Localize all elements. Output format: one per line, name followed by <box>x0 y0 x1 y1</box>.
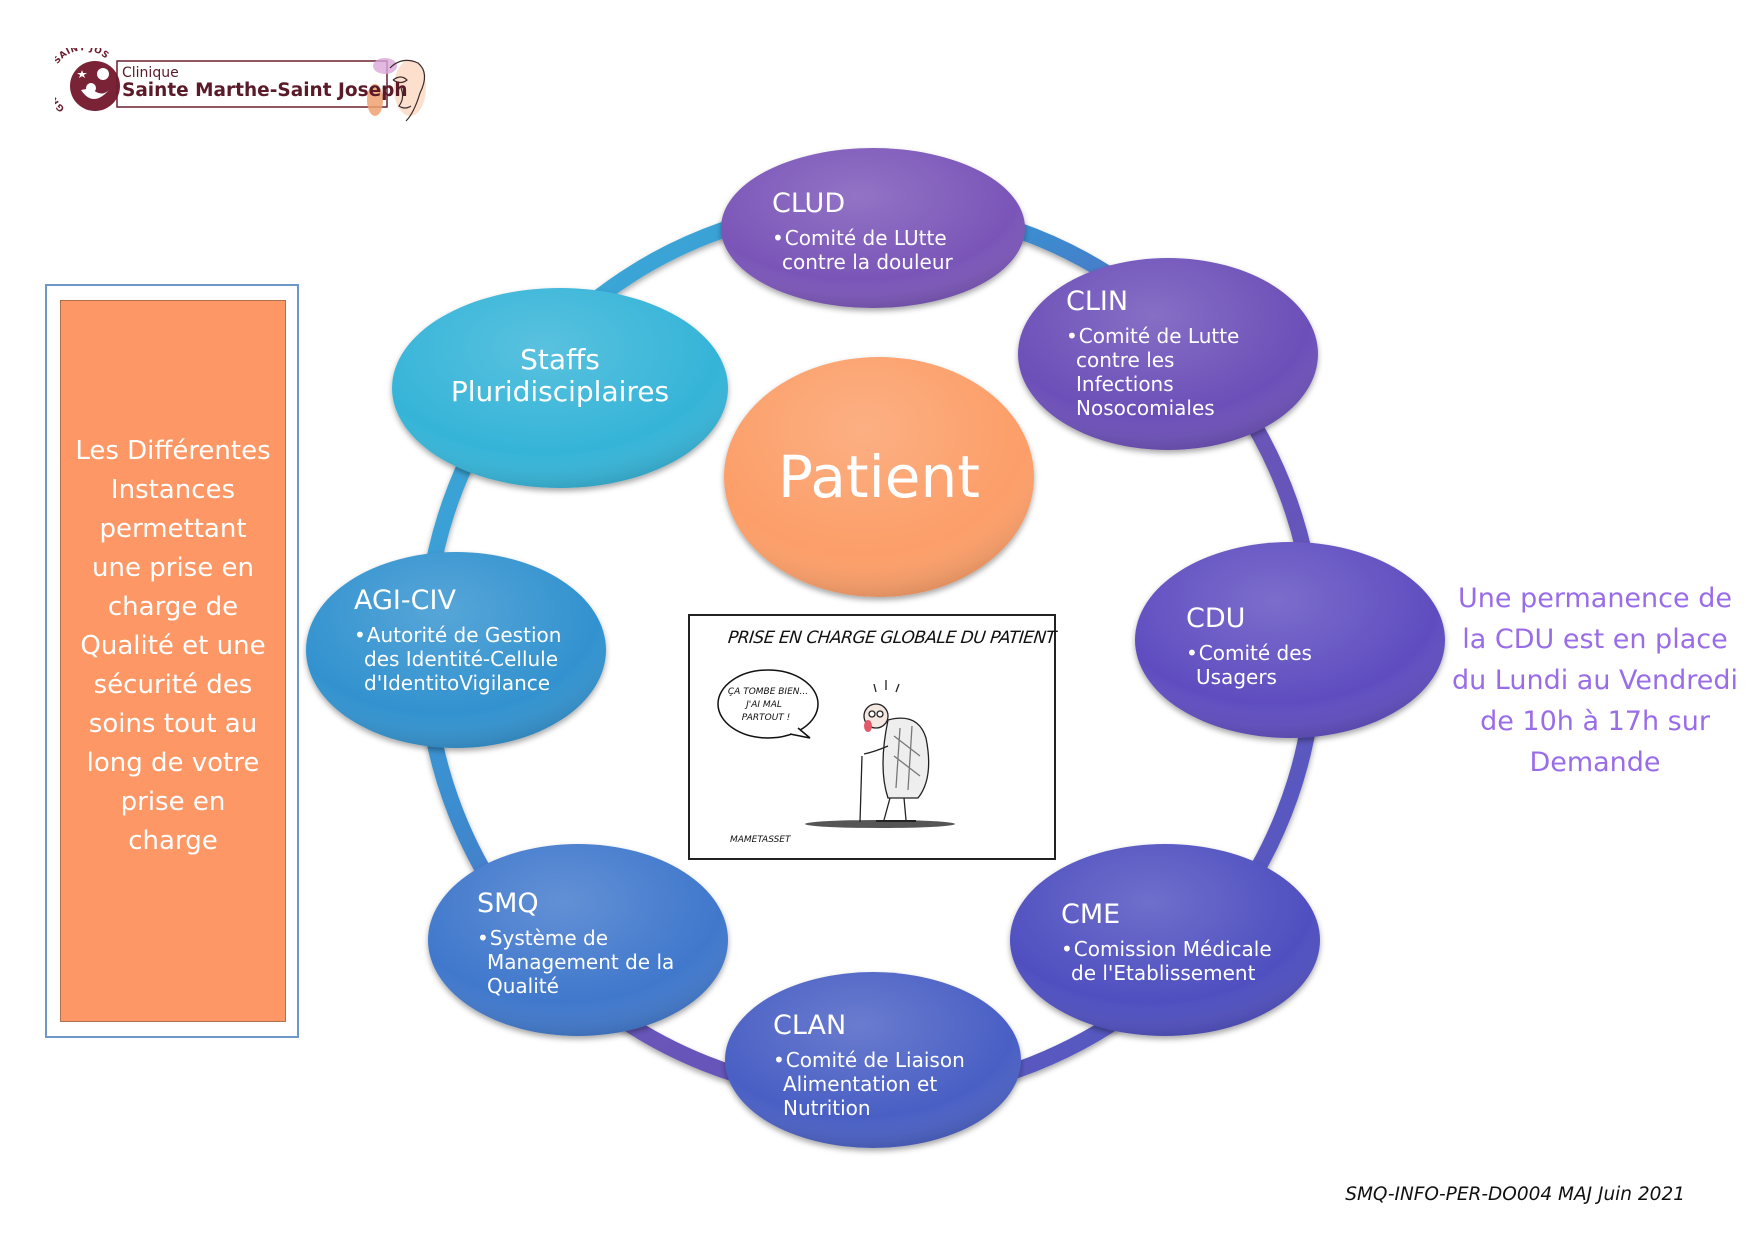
speech-line3: PARTOUT ! <box>742 713 791 723</box>
bubble-clan-desc: Comité de Liaison Alimentation et Nutrit… <box>773 1048 993 1120</box>
bubble-cdu-title: CDU <box>1186 603 1246 634</box>
bubble-cdu-desc: Comité des Usagers <box>1186 641 1336 689</box>
left-panel-frame <box>45 284 299 1038</box>
bubble-clin: CLIN Comité de Lutte contre les Infectio… <box>1066 286 1266 420</box>
left-panel-text: Les Différentes Instances permettant une… <box>75 435 271 856</box>
cartoon-signature: MAMETASSET <box>730 835 792 845</box>
clinic-logo: GROUPE SAINT JOSEPH Clinique Sainte Mart… <box>55 48 455 128</box>
bubble-cdu: CDU Comité des Usagers <box>1186 603 1336 689</box>
face-drawing-icon <box>389 59 426 122</box>
staffs-label: Staffs Pluridisciplaires <box>400 344 720 408</box>
logo-graphic: GROUPE SAINT JOSEPH <box>55 48 426 122</box>
bubble-clin-title: CLIN <box>1066 286 1129 317</box>
bubble-cme-desc: Comission Médicale de l'Etablissement <box>1061 937 1291 985</box>
bubble-clud-desc: Comité de LUtte contre la douleur <box>772 226 1012 274</box>
speech-line1: ÇA TOMBE BIEN... <box>728 687 808 697</box>
bubble-clin-desc: Comité de Lutte contre les Infections No… <box>1066 324 1266 420</box>
bubble-clan: CLAN Comité de Liaison Alimentation et N… <box>773 1010 993 1120</box>
bubble-smq-desc: Système de Management de la Qualité <box>477 926 702 998</box>
left-panel-box: Les Différentes Instances permettant une… <box>60 300 286 1022</box>
bubble-smq-title: SMQ <box>477 888 539 919</box>
bubble-clud-title: CLUD <box>772 188 846 219</box>
logo-line-name: Sainte Marthe-Saint Joseph <box>122 80 408 101</box>
speech-bubble-icon <box>717 669 819 739</box>
patient-ellipse-shading <box>724 357 1034 597</box>
staffs-ellipse-shading <box>392 288 728 488</box>
old-man-figure-icon <box>805 680 955 828</box>
bubble-agi-civ-desc: Autorité de Gestion des Identité-Cellule… <box>354 623 584 695</box>
cdu-permanence-note: Une permanence de la CDU est en place du… <box>1451 583 1739 778</box>
cdu-ellipse-shading <box>1135 542 1445 738</box>
cartoon-drawing: ÇA TOMBE BIEN... J'AI MAL PARTOUT ! MAME… <box>717 669 955 845</box>
patient-label: Patient <box>778 443 980 511</box>
bubble-cme: CME Comission Médicale de l'Etablissemen… <box>1061 899 1291 985</box>
bubble-agi-civ-title: AGI-CIV <box>354 585 456 616</box>
bubble-smq: SMQ Système de Management de la Qualité <box>477 888 702 998</box>
cartoon-image: PRISE EN CHARGE GLOBALE DU PATIENT ÇA TO… <box>688 614 1057 860</box>
bubble-cme-title: CME <box>1061 899 1121 930</box>
document-reference: SMQ-INFO-PER-DO004 MAJ Juin 2021 <box>1345 1184 1685 1205</box>
staffs-line2: Pluridisciplaires <box>450 375 670 408</box>
logo-line-clinique: Clinique <box>122 65 179 81</box>
bubble-clan-title: CLAN <box>773 1010 847 1041</box>
speech-line2: J'AI MAL <box>744 700 782 710</box>
bubble-clud: CLUD Comité de LUtte contre la douleur <box>772 188 1012 274</box>
staffs-line1: Staffs <box>520 343 600 376</box>
bubble-agi-civ: AGI-CIV Autorité de Gestion des Identité… <box>354 585 584 695</box>
